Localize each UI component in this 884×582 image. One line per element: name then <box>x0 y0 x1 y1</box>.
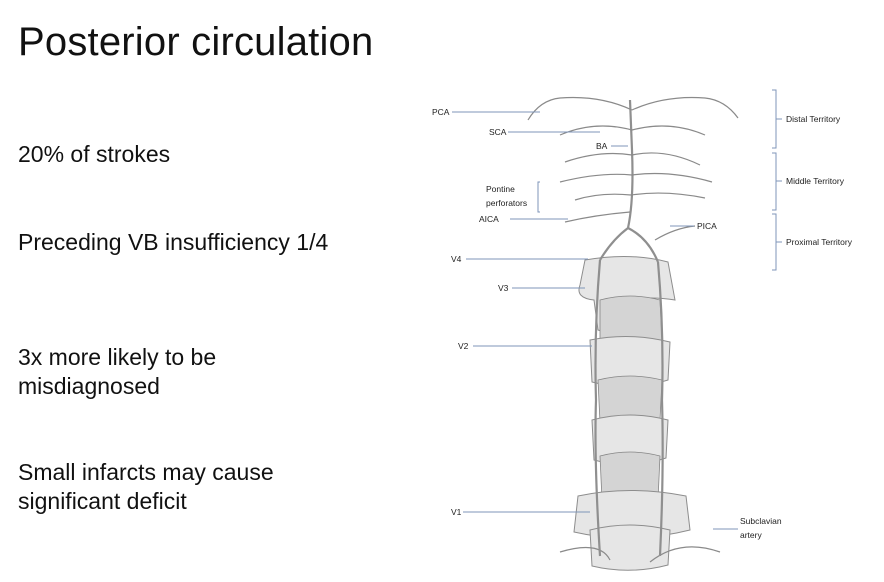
label-ba: BA <box>596 141 608 151</box>
label-subclavian-line2: artery <box>740 530 762 540</box>
bullet-vb-insufficiency: Preceding VB insufficiency 1/4 <box>18 229 329 255</box>
label-v2: V2 <box>458 341 469 351</box>
label-sca: SCA <box>489 127 507 137</box>
slide-title: Posterior circulation <box>18 20 374 64</box>
distal-territory-bracket <box>772 89 782 149</box>
vertebrobasilar-diagram: PCA SCA BA Pontine perforators AICA PICA… <box>420 82 884 577</box>
label-proximal-territory: Proximal Territory <box>786 237 853 247</box>
label-distal-territory: Distal Territory <box>786 114 841 124</box>
pontine-bracket <box>537 181 540 213</box>
proximal-territory-bracket <box>772 213 782 271</box>
bullet-strokes-percentage: 20% of strokes <box>18 141 171 167</box>
left-vertebral-artery <box>594 259 602 557</box>
vertebrobasilar-illustration: PCA SCA BA Pontine perforators AICA PICA… <box>432 89 853 571</box>
label-pontine-line1: Pontine <box>486 184 515 194</box>
basilar-artery-tree <box>527 96 739 263</box>
label-pca: PCA <box>432 107 450 117</box>
label-subclavian-line1: Subclavian <box>740 516 782 526</box>
label-middle-territory: Middle Territory <box>786 176 845 186</box>
cervical-spine-drawing <box>559 255 721 571</box>
label-v4: V4 <box>451 254 462 264</box>
label-pica: PICA <box>697 221 717 231</box>
label-v3: V3 <box>498 283 509 293</box>
bullet-small-infarcts: Small infarcts may cause significant def… <box>18 459 274 514</box>
right-vertebral-artery <box>656 261 664 557</box>
middle-territory-bracket <box>772 152 782 211</box>
label-v1: V1 <box>451 507 462 517</box>
label-pontine-line2: perforators <box>486 198 527 208</box>
bullet-misdiagnosed: 3x more likely to be misdiagnosed <box>18 344 217 399</box>
label-aica: AICA <box>479 214 499 224</box>
